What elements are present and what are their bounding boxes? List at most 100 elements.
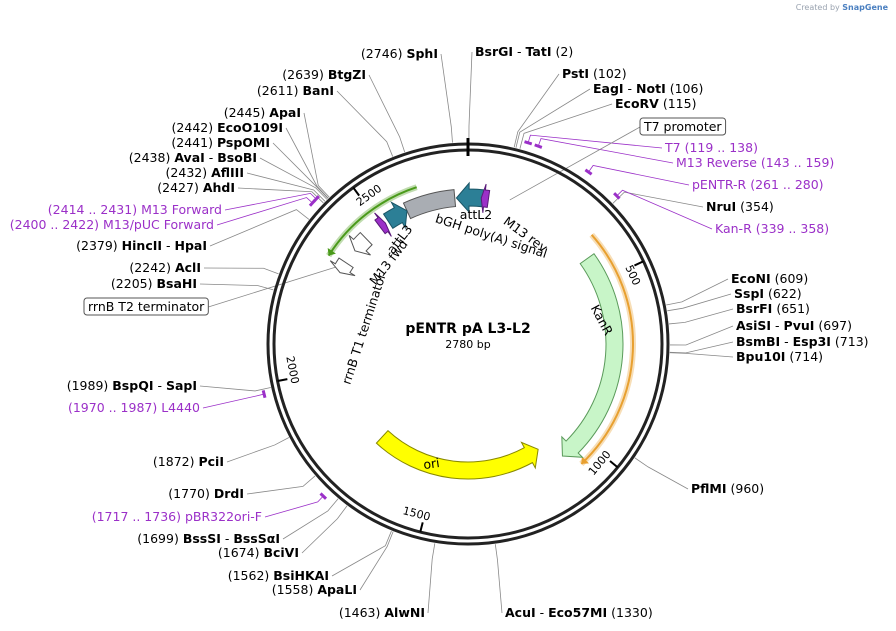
tick-mark <box>633 260 644 267</box>
primer-name: Kan-R <box>715 221 752 236</box>
plasmid-backbone <box>266 138 670 546</box>
tick-label: 1500 <box>401 504 431 523</box>
primer-label: Kan-R (339 .. 358) <box>715 221 829 236</box>
site-name: ApaI <box>269 105 301 120</box>
site-position: (106) <box>670 81 704 96</box>
site-leader <box>303 112 330 198</box>
primer-range: (119 .. 138) <box>685 140 758 155</box>
site-label: Bpu10I (714) <box>736 349 823 364</box>
primer-name: L4440 <box>161 400 200 415</box>
site-leader <box>368 74 406 153</box>
site-label: BsrFI (651) <box>736 301 810 316</box>
site-leader <box>246 172 326 202</box>
site-name: EagI <box>593 81 624 96</box>
site-label: (1770) DrdI <box>168 486 244 501</box>
site-label: SspI (622) <box>734 286 802 301</box>
site-position: (2427) <box>157 180 199 195</box>
label-spacer: - <box>624 81 636 96</box>
site-label: (2379) HincII - HpaI <box>76 238 207 253</box>
site-label: NruI (354) <box>706 199 774 214</box>
site-position: (1989) <box>67 378 109 393</box>
site-position: (2379) <box>76 238 118 253</box>
primer-range: (2414 .. 2431) <box>48 202 137 217</box>
primer-mark-kan-r <box>613 192 621 200</box>
site-name: Bpu10I <box>736 349 785 364</box>
primer-mark-l4440 <box>261 390 267 399</box>
site-name-2: TatI <box>526 44 552 59</box>
site-label: AsiSI - PvuI (697) <box>736 318 852 333</box>
site-label: (2639) BtgZI <box>282 67 366 82</box>
site-name: BtgZI <box>328 67 366 82</box>
site-position: (2242) <box>129 260 171 275</box>
label-spacer: - <box>153 378 165 393</box>
plasmid-name: pENTR pA L3-L2 <box>405 321 530 337</box>
feature-label-rrnb-t1-terminator: rrnB T1 terminator <box>339 270 389 386</box>
site-label: (2432) AflIII <box>166 165 244 180</box>
site-position: (1872) <box>153 454 195 469</box>
feature-attl3 <box>382 201 408 230</box>
site-label: (1674) BciVI <box>218 545 299 560</box>
site-position: (2441) <box>171 135 213 150</box>
site-name: BsaHI <box>156 276 197 291</box>
site-position: (115) <box>663 96 697 111</box>
site-position: (2445) <box>224 105 266 120</box>
site-label: AcuI - Eco57MI (1330) <box>505 605 653 620</box>
label-spacer: - <box>162 238 174 253</box>
feature-ori <box>375 429 539 480</box>
site-name: BsiHKAI <box>273 568 329 583</box>
primer-leader <box>264 495 324 518</box>
primer-label: T7 (119 .. 138) <box>664 140 758 155</box>
site-position: (1562) <box>228 568 270 583</box>
primer-name: pBR322ori-F <box>185 509 262 524</box>
primer-leader <box>537 138 674 164</box>
site-position: (1558) <box>272 582 314 597</box>
site-leader <box>513 73 560 148</box>
site-name: NruI <box>706 199 736 214</box>
site-label: PflMI (960) <box>691 481 764 496</box>
site-position: (2205) <box>111 276 153 291</box>
site-name: BspQI <box>112 378 153 393</box>
orf-arc <box>580 234 634 465</box>
site-name-2: HpaI <box>175 238 208 253</box>
site-name: ApaLI <box>317 582 357 597</box>
site-name-2: NotI <box>636 81 666 96</box>
site-name-2: Eco57MI <box>548 605 607 620</box>
site-label: BsrGI - TatI (2) <box>475 44 573 59</box>
site-leader <box>246 475 316 495</box>
feature-m13-rev <box>480 183 491 213</box>
site-leader <box>272 142 329 199</box>
site-leader <box>285 127 329 199</box>
orf-arrowhead <box>581 456 590 464</box>
primer-mark-t7 <box>524 140 533 146</box>
primer-leader <box>527 134 663 149</box>
site-label: (2242) AclI <box>129 260 201 275</box>
primer-label: (2400 .. 2422) M13/pUC Forward <box>10 217 214 232</box>
site-leader <box>359 531 394 591</box>
site-name: AsiSI <box>736 318 771 333</box>
site-name: PspOMI <box>217 135 270 150</box>
site-label: EcoNI (609) <box>731 271 808 286</box>
primer-label: (2414 .. 2431) M13 Forward <box>48 202 222 217</box>
site-position: (714) <box>789 349 823 364</box>
site-name: PstI <box>562 66 589 81</box>
site-label: (1558) ApaLI <box>272 582 357 597</box>
site-leader <box>282 498 339 540</box>
site-position: (713) <box>835 334 869 349</box>
site-name: BanI <box>302 83 334 98</box>
site-label: BsmBI - Esp3I (713) <box>736 334 869 349</box>
boxed-feature-box <box>639 117 727 136</box>
site-name: BsrFI <box>736 301 772 316</box>
primer-range: (143 .. 159) <box>761 155 834 170</box>
label-spacer: - <box>771 318 783 333</box>
boxed-feature-leader <box>509 126 641 201</box>
label-spacer: - <box>205 150 217 165</box>
primer-leader <box>224 192 317 211</box>
label-spacer: - <box>513 44 525 59</box>
primer-mark-m13-puc-forward <box>308 199 317 207</box>
tick-mark <box>419 522 424 533</box>
site-name: EcoNI <box>731 271 771 286</box>
site-leader <box>669 325 734 346</box>
site-leader <box>237 187 324 204</box>
tick-mark <box>352 186 360 197</box>
